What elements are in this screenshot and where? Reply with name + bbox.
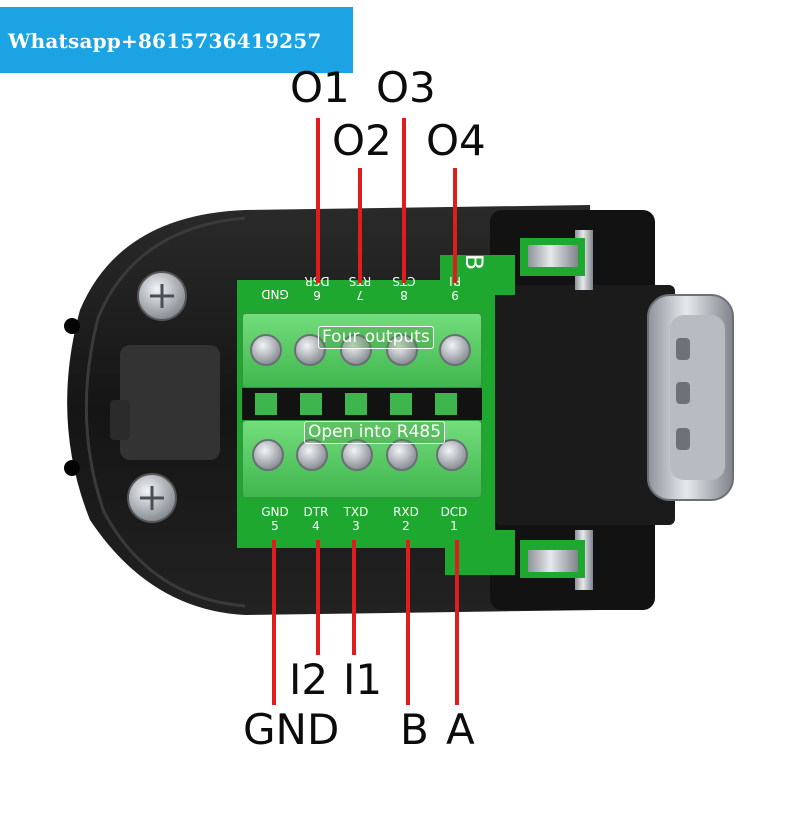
pin-num-top-8: 8 <box>400 288 408 302</box>
screw-bottom <box>127 473 177 523</box>
watermark-banner: Whatsapp+8615736419257 <box>0 7 353 73</box>
label-b: B <box>400 705 429 754</box>
label-o1: O1 <box>290 63 350 112</box>
pin-label-bottom-gnd: GND <box>261 505 289 519</box>
label-i1: I1 <box>343 655 383 704</box>
pin-num-bottom-3: 3 <box>352 519 360 533</box>
pin-num-bottom-4: 4 <box>312 519 320 533</box>
pin-num-top-6: 6 <box>313 288 321 302</box>
board-letter: B <box>460 254 488 270</box>
label-o3: O3 <box>376 63 436 112</box>
pin-num-bottom-1: 1 <box>450 519 458 533</box>
pin-label-bottom-txd: TXD <box>343 505 369 519</box>
label-o2: O2 <box>332 116 392 165</box>
pin-num-bottom-2: 2 <box>402 519 410 533</box>
label-i2: I2 <box>289 655 329 704</box>
label-a: A <box>446 705 475 754</box>
pin-num-top-9: 9 <box>451 288 459 302</box>
overlay-open-r485: Open into R485 <box>304 421 446 444</box>
pin-num-top-7: 7 <box>356 288 364 302</box>
pin-num-bottom-5: 5 <box>271 519 279 533</box>
pin-label-bottom-dtr: DTR <box>304 505 329 519</box>
terminal-screws <box>250 334 471 471</box>
watermark-text: Whatsapp+8615736419257 <box>8 29 322 53</box>
db9-plug <box>647 294 734 501</box>
pin-label-bottom-rxd: RXD <box>393 505 419 519</box>
pin-label-bottom-dcd: DCD <box>441 505 468 519</box>
overlay-four-outputs: Four outputs <box>318 326 434 349</box>
pin-label-top-gnd: GND <box>261 287 289 301</box>
label-o4: O4 <box>426 116 486 165</box>
leader-lines <box>272 118 459 705</box>
screw-top <box>137 271 187 321</box>
label-gnd: GND <box>243 705 340 754</box>
